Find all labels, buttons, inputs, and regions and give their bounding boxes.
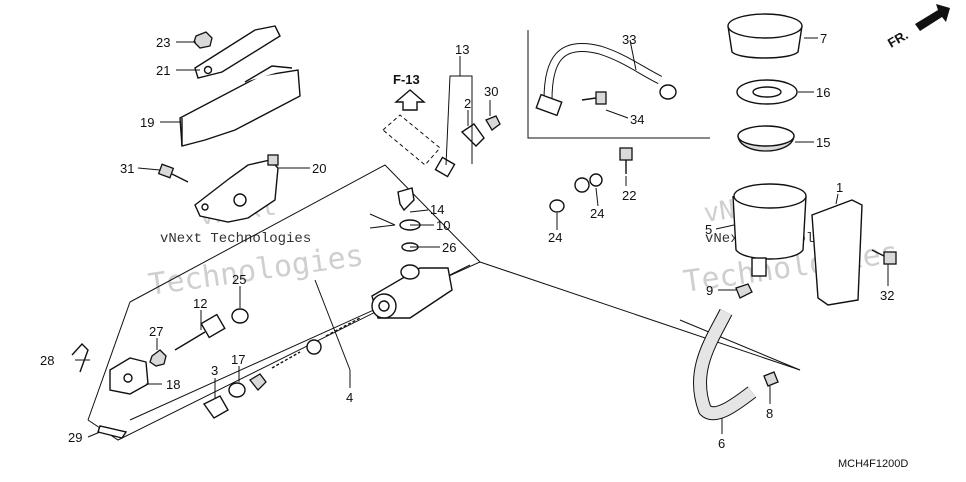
callout-4: 4 [346,390,353,405]
callout-16: 16 [816,85,830,100]
callout-12: 12 [193,296,207,311]
callout-23: 23 [156,35,170,50]
callout-34: 34 [630,112,644,127]
callout-27: 27 [149,324,163,339]
dashed-detail [382,114,441,166]
callout-25: 25 [232,272,246,287]
callout-21: 21 [156,63,170,78]
callout-29: 29 [68,430,82,445]
arrow-fr-icon [915,4,950,31]
reservoir-5 [732,183,807,277]
watermark-line: vNext Technologies [160,231,311,247]
arrow-up-icon [394,89,426,111]
callout-20: 20 [312,161,326,176]
master-cylinder-body [371,264,453,319]
callout-6: 6 [718,436,725,451]
clevis-18 [109,357,149,395]
bracket-20 [194,154,279,223]
callout-22: 22 [622,188,636,203]
assembly-frames [87,30,801,441]
bracket-cover [179,65,301,147]
hose-inset-frame [527,30,710,139]
callout-31: 31 [120,161,134,176]
callout-13: 13 [455,42,469,57]
bolt-22 [619,147,633,174]
brake-hose-33 [535,42,677,117]
hose-frame-line [479,261,801,371]
reservoir-hose-6 [693,308,757,421]
callout-28: 28 [40,353,54,368]
joint-14 [397,187,415,212]
callout-32: 32 [880,288,894,303]
callout-18: 18 [166,377,180,392]
callout-26: 26 [442,240,456,255]
callouts: 23 21 19 31 20 13 2 30 14 10 26 25 12 27… [40,31,894,451]
leader-lines [75,37,889,438]
spring [271,351,301,369]
washer-24a [589,173,603,187]
bolt-30 [485,115,501,131]
washer-25 [231,308,249,324]
callout-7: 7 [820,31,827,46]
callout-2: 2 [464,96,471,111]
bolt-32 [871,249,897,265]
reservoir-cap-7 [727,13,803,59]
hose-clamp-2 [460,123,485,147]
callout-10: 10 [436,218,450,233]
ref-f13: F-13 [393,72,426,111]
nut-27 [149,349,167,367]
callout-15: 15 [816,135,830,150]
callout-5: 5 [705,222,712,237]
boot-3 [202,395,229,419]
callout-17: 17 [231,352,245,367]
diagram-code: MCH4F1200D [838,458,908,470]
master-cylinder-frame [129,164,481,421]
callout-14: 14 [430,202,444,217]
callout-9: 9 [706,283,713,298]
plate-16 [736,79,798,105]
stay-plate [194,25,281,79]
joint-pin-29 [97,425,128,439]
callout-30: 30 [484,84,498,99]
nut-23 [193,31,213,49]
bolt-34 [581,91,607,105]
washer-17 [228,382,246,398]
direction-indicator: FR. [885,4,950,51]
washer-24b [549,199,565,213]
callout-3: 3 [211,363,218,378]
push-rod-12 [174,313,226,351]
diaphragm-15 [737,125,795,152]
direction-label: FR. [885,27,911,50]
piston-cups [325,317,361,337]
callout-24a: 24 [590,206,604,221]
reservoir-cover-1 [811,199,863,306]
callout-19: 19 [140,115,154,130]
cotter-pin-28 [71,342,89,373]
clip-9 [735,283,753,299]
callout-24b: 24 [548,230,562,245]
ref-label: F-13 [393,72,420,87]
callout-8: 8 [766,406,773,421]
brake-hose-13 [434,156,590,200]
callout-33: 33 [622,32,636,47]
clip-8 [763,371,779,387]
callout-1: 1 [836,180,843,195]
watermark-company: Technologies [146,238,366,303]
bolt-31 [157,163,189,183]
